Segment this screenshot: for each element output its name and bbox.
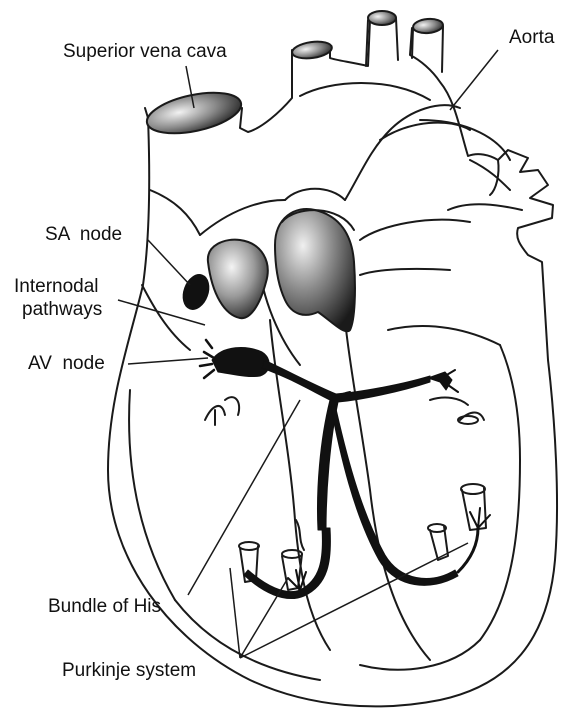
label-internodal-line1: Internodal <box>14 276 99 298</box>
mitral-valve <box>275 209 355 331</box>
label-internodal-line2: pathways <box>22 299 102 321</box>
superior-vena-cava-opening <box>143 85 244 140</box>
label-bundle-of-his: Bundle of His <box>48 596 161 618</box>
label-av-node: AV node <box>28 353 105 375</box>
leader-aorta <box>450 50 498 110</box>
tricuspid-valve <box>208 240 268 319</box>
pulmonary-opening <box>291 39 333 60</box>
label-aorta: Aorta <box>509 27 554 49</box>
leader-av-node <box>128 358 208 364</box>
av-node-shape <box>212 347 269 376</box>
label-superior-vena-cava: Superior vena cava <box>63 41 227 63</box>
aorta-branch-2 <box>412 18 443 35</box>
leader-purkinje-1 <box>230 568 240 658</box>
right-atrium-wall <box>150 190 200 235</box>
leader-sa-node <box>148 240 190 285</box>
aorta-branch-1 <box>368 11 396 25</box>
label-purkinje-system: Purkinje system <box>62 660 196 682</box>
label-sa-node: SA node <box>45 224 122 246</box>
